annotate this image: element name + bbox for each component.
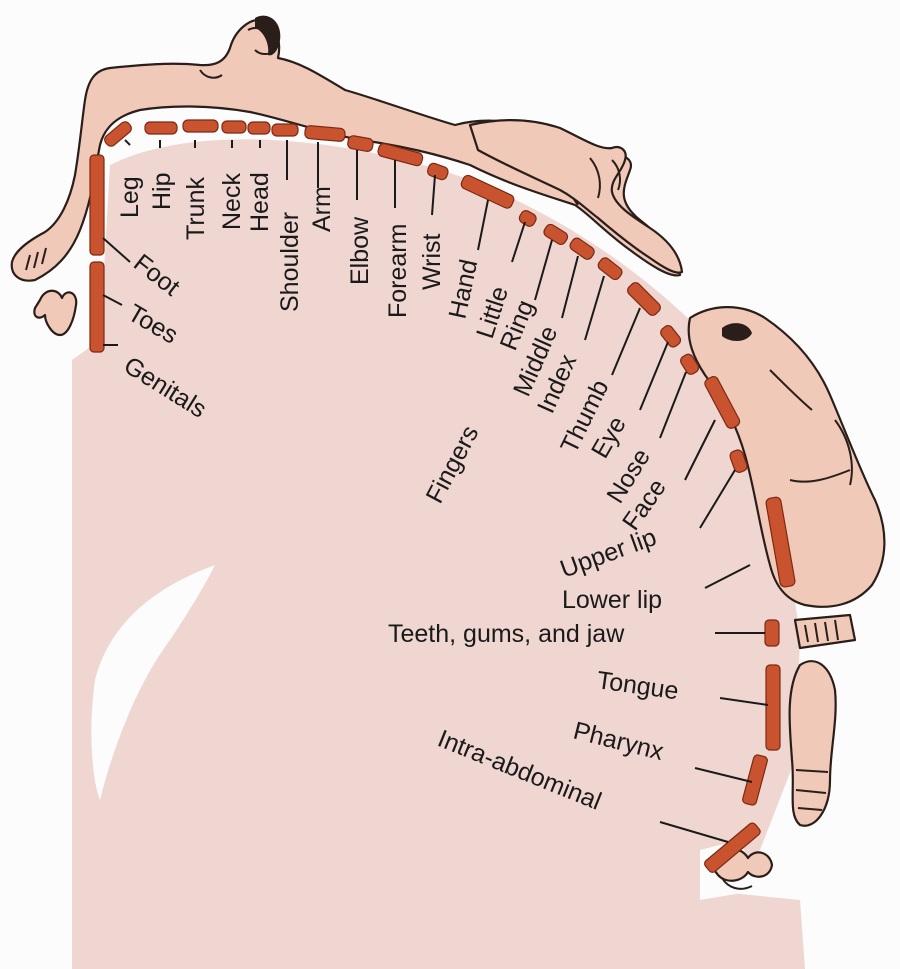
segment [183,120,218,132]
segment [766,665,780,750]
genitals-figure [34,291,76,335]
label-teeth: Teeth, gums, and jaw [388,620,625,648]
label-arm: Arm [308,186,336,232]
segment [765,620,779,646]
segment [145,122,177,134]
segment [90,262,104,352]
tongue-figure [790,661,836,826]
label-neck: Neck [218,173,246,230]
label-head: Head [246,172,274,232]
label-shoulder: Shoulder [276,212,304,312]
label-hip: Hip [148,172,176,210]
label-lower-lip: Lower lip [562,586,662,614]
segment [272,124,298,136]
segment [90,155,104,255]
label-elbow: Elbow [346,216,374,285]
segment [304,125,345,141]
label-forearm: Forearm [384,224,412,318]
segment [222,121,246,133]
label-wrist: Wrist [418,233,446,290]
label-trunk: Trunk [182,177,210,240]
teeth-figure [795,615,855,648]
segment [248,122,270,134]
label-leg: Leg [116,176,144,218]
